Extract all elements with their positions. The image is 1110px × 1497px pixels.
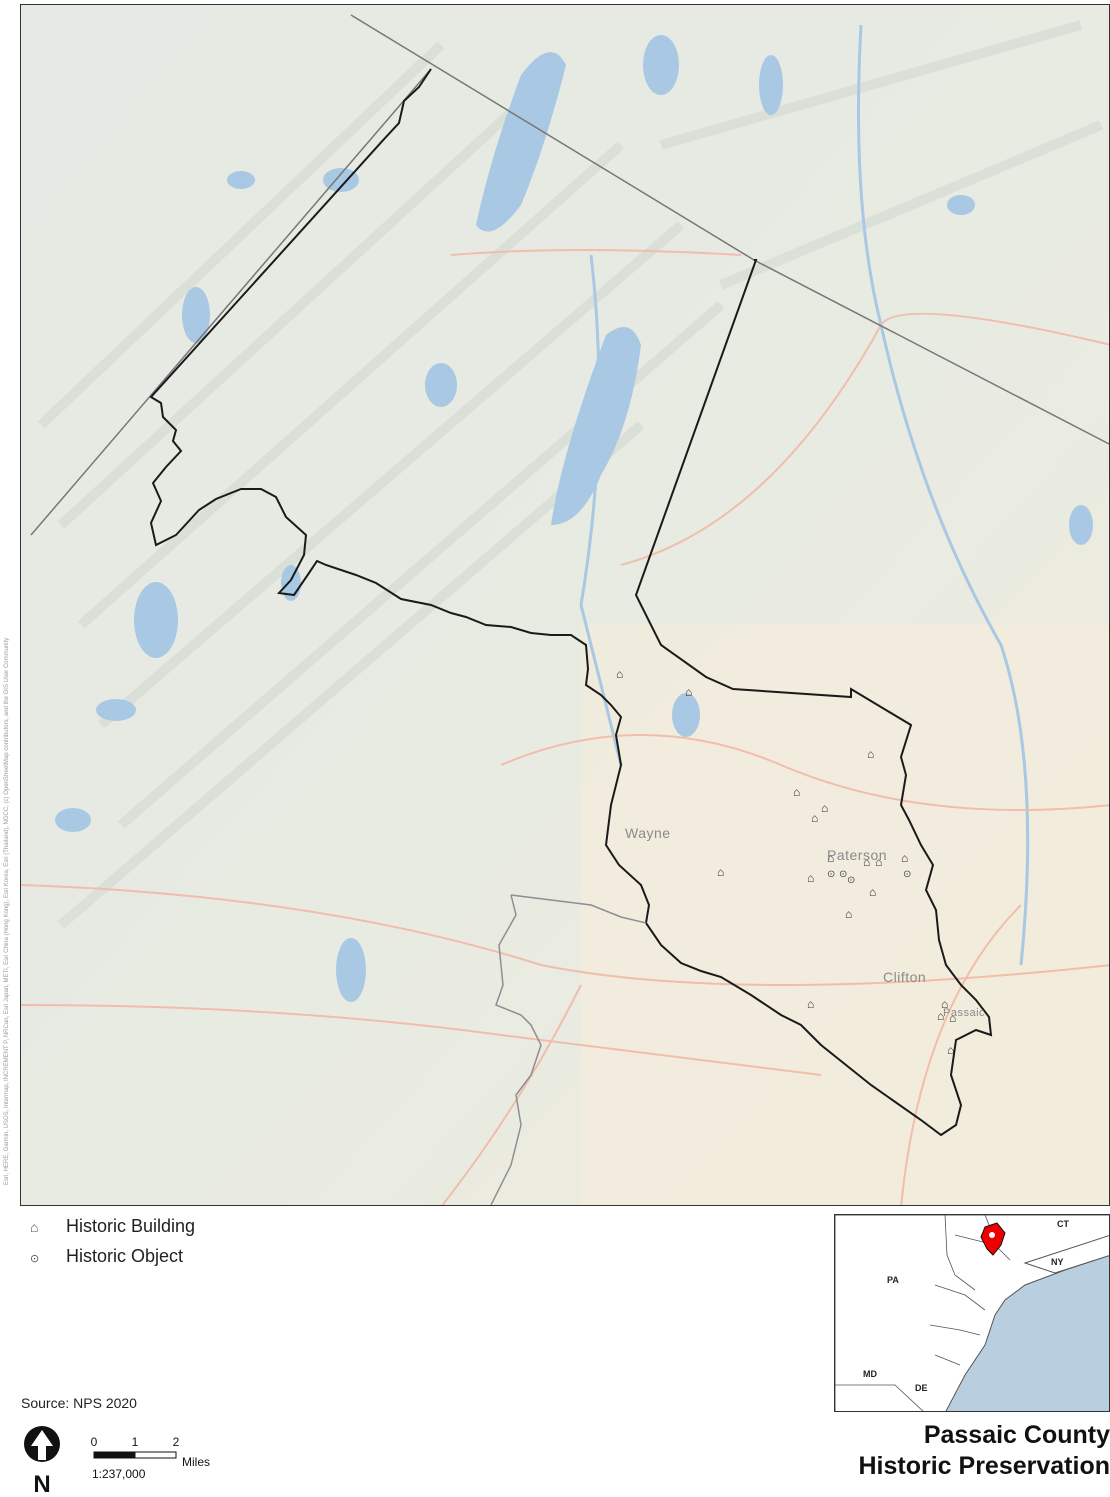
circle-dot-icon: ⊙: [30, 1253, 40, 1265]
legend-object-label: Historic Object: [66, 1246, 184, 1266]
historic-building-marker[interactable]: ⌂: [867, 747, 875, 761]
rivers: [579, 24, 1030, 966]
inset-label-ny: NY: [1051, 1257, 1064, 1267]
passaic-river-branch: [510, 894, 647, 924]
inset-long-island: [1023, 1235, 1109, 1274]
historic-object-marker[interactable]: ⊙: [903, 869, 912, 880]
lake: [643, 35, 679, 95]
historic-building-marker[interactable]: ⌂: [807, 871, 815, 885]
historic-building-marker[interactable]: ⌂: [616, 667, 624, 681]
scale-tick-0: 0: [91, 1435, 98, 1449]
map-title-line1: Passaic County: [923, 1421, 1110, 1449]
historic-building-marker[interactable]: ⌂: [827, 851, 835, 865]
historic-building-marker[interactable]: ⌂: [869, 885, 877, 899]
place-label-passaic: Passaic: [943, 1007, 986, 1019]
lake: [336, 938, 366, 1002]
inset-land: [835, 1215, 1109, 1411]
lake: [1069, 505, 1093, 545]
roads: [21, 249, 1109, 1205]
legend-historic-object: ⊙ Historic Object: [30, 1246, 183, 1267]
house-outline-icon: ⌂: [30, 1219, 39, 1235]
reservoir: [551, 327, 641, 525]
inset-label-md: MD: [863, 1369, 877, 1379]
historic-object-marker[interactable]: ⊙: [839, 869, 848, 880]
place-label-clifton: Clifton: [883, 969, 927, 985]
lake: [672, 693, 700, 737]
historic-building-marker[interactable]: ⌂: [949, 1011, 957, 1025]
terrain-ridges: [37, 20, 1103, 929]
map-frame[interactable]: ⌂ ⌂ ⌂ ⌂ ⌂ ⌂ ⌂ ⌂ ⌂ ⌂ ⌂ ⌂ ⌂ ⌂ ⌂ ⌂ ⌂ ⌂ ⌂ ⊙ …: [20, 4, 1110, 1206]
historic-building-marker[interactable]: ⌂: [863, 855, 871, 869]
basemap: [21, 5, 1109, 1205]
historic-building-marker[interactable]: ⌂: [717, 865, 725, 879]
scale-bar: 0 1 2 Miles 1:237,000: [91, 1435, 210, 1481]
inset-locator-map: CT NY PA MD DE: [834, 1214, 1110, 1412]
inset-label-pa: PA: [887, 1275, 899, 1285]
north-arrow-icon: N: [24, 1426, 60, 1494]
lake-large: [476, 52, 566, 232]
lake: [134, 582, 178, 658]
basemap-credit: Esri, HERE, Garmin, USGS, Intermap, INCR…: [4, 637, 10, 1185]
historic-building-marker[interactable]: ⌂: [947, 1043, 955, 1057]
historic-building-marker[interactable]: ⌂: [793, 785, 801, 799]
historic-building-marker[interactable]: ⌂: [901, 851, 909, 865]
passaic-river: [490, 894, 542, 1205]
scale-unit: Miles: [182, 1455, 210, 1469]
inset-highlight-county: [980, 1222, 1006, 1256]
legend-historic-building: ⌂ Historic Building: [30, 1216, 195, 1237]
historic-building-marker[interactable]: ⌂: [685, 685, 693, 699]
historic-building-marker[interactable]: ⌂: [821, 801, 829, 815]
lake: [323, 168, 359, 192]
scale-tick-2: 2: [173, 1435, 180, 1449]
water-bodies: [55, 35, 1093, 1002]
inset-svg: CT NY PA MD DE: [835, 1215, 1109, 1411]
lake: [182, 287, 210, 343]
historic-object-marker[interactable]: ⊙: [847, 875, 856, 886]
lake: [947, 195, 975, 215]
urban-area: [581, 625, 1109, 1205]
historic-building-marker[interactable]: ⌂: [845, 907, 853, 921]
place-label-wayne: Wayne: [625, 825, 671, 841]
source-note: Source: NPS 2020: [21, 1395, 137, 1411]
historic-building-marker[interactable]: ⌂: [941, 997, 949, 1011]
scale-tick-1: 1: [132, 1435, 139, 1449]
lake: [96, 699, 136, 721]
north-label: N: [33, 1471, 50, 1494]
map-title-line2: Historic Preservation: [858, 1452, 1110, 1480]
historic-building-marker[interactable]: ⌂: [811, 811, 819, 825]
inset-label-de: DE: [915, 1383, 928, 1393]
inset-label-ct: CT: [1057, 1219, 1069, 1229]
lake: [759, 55, 783, 115]
county-boundary: [149, 68, 993, 1137]
historic-object-marker[interactable]: ⊙: [827, 869, 836, 880]
lake: [55, 808, 91, 832]
historic-building-marker[interactable]: ⌂: [875, 855, 883, 869]
lake: [227, 171, 255, 189]
lake: [425, 363, 457, 407]
legend-building-label: Historic Building: [66, 1216, 196, 1236]
historic-building-marker[interactable]: ⌂: [807, 997, 815, 1011]
historic-building-marker[interactable]: ⌂: [937, 1009, 945, 1023]
map-title: Passaic County Historic Preservation: [810, 1420, 1110, 1482]
place-label-paterson: Paterson: [827, 847, 888, 863]
scale-ratio: 1:237,000: [92, 1467, 146, 1481]
